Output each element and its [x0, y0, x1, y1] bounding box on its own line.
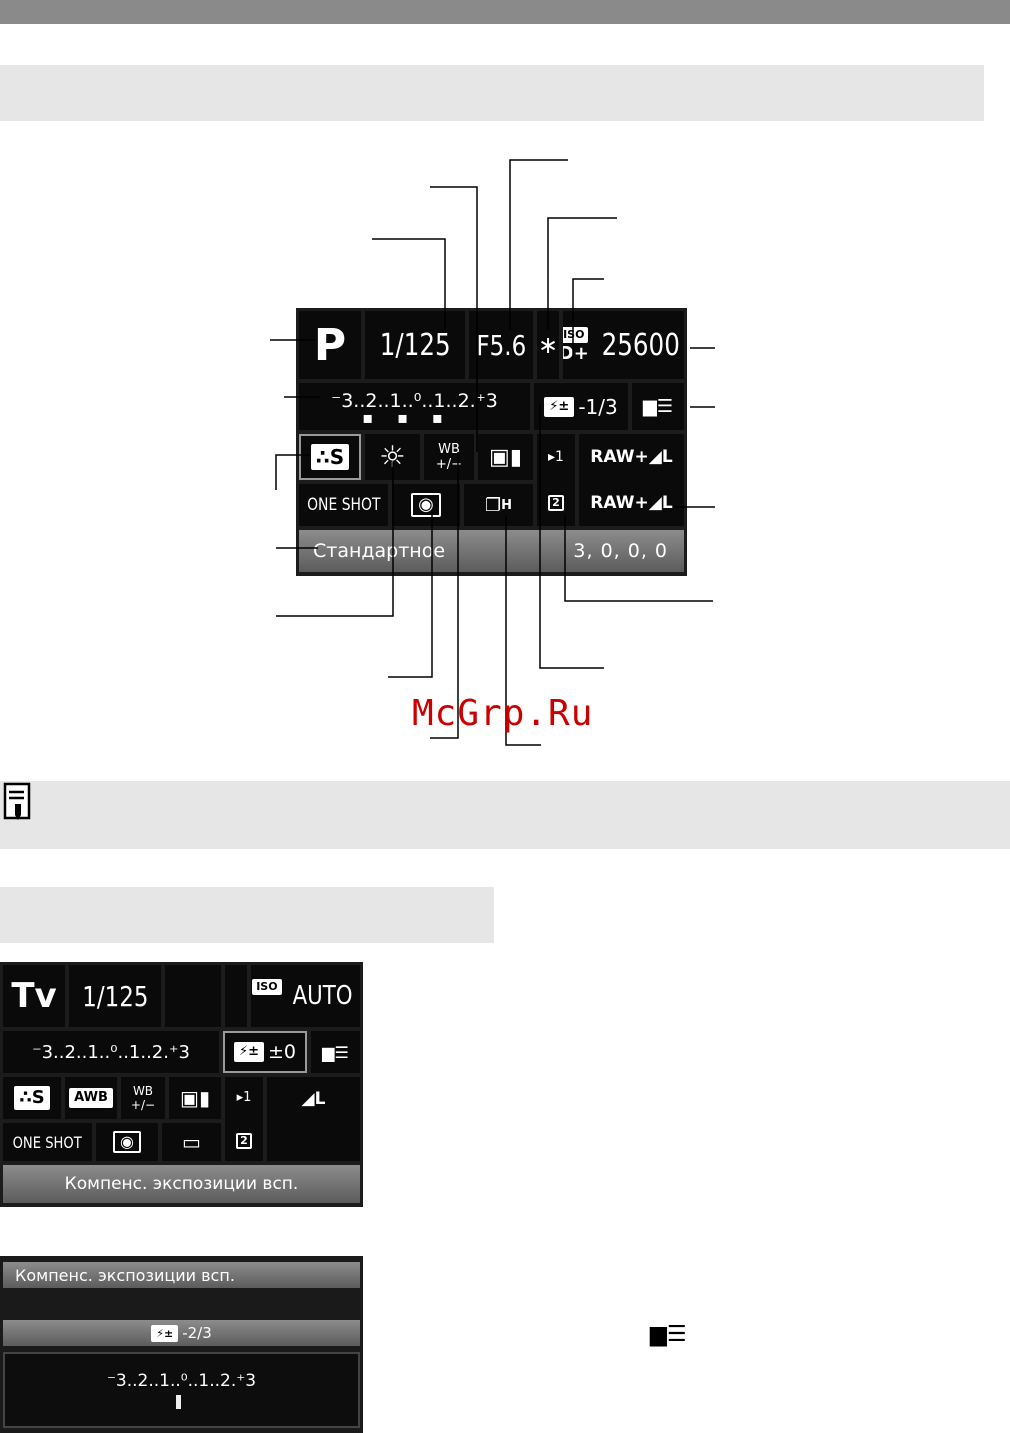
image-quality-2: RAW+◢L [590, 493, 673, 513]
quick-control-screen-tv: Tv 1/125 ISO AUTO ⁻3..2..1..⁰..1..2.⁺3 ⚡… [0, 962, 363, 1207]
card-selection[interactable]: ▸1 2 [225, 1077, 263, 1161]
card-2: 2 [236, 1132, 252, 1149]
white-balance[interactable]: AWB [65, 1077, 117, 1119]
setting-title: Компенс. экспозиции всп. [3, 1262, 360, 1288]
auto-lighting-optimizer[interactable]: ▣▮ [478, 434, 533, 480]
exposure-indicator: ▪▪▪ [362, 407, 467, 427]
flash-comp-scale[interactable]: ⁻3..2..1..⁰..1..2.⁺3 [3, 1352, 360, 1428]
shooting-mode[interactable]: Tv [3, 965, 65, 1027]
picture-style-params: 3, 0, 0, 0 [573, 540, 668, 562]
ae-lock-indicator: ∗ [537, 311, 559, 379]
flash-comp-icon: ⚡± [151, 1324, 179, 1342]
card-selection[interactable]: ▸1 2 [537, 434, 575, 526]
status-bar: Компенс. экспозиции всп. [3, 1165, 360, 1203]
flash-exposure-comp[interactable]: ⚡±±0 [223, 1031, 307, 1073]
picture-style-icon: ∴S [14, 1086, 50, 1110]
shutter-speed[interactable]: 1/125 [69, 965, 161, 1027]
continuous-shooting-icon: ❐ [484, 494, 502, 516]
exposure-level-scale[interactable]: ⁻3..2..1..⁰..1..2.⁺3 ▪▪▪ [299, 383, 530, 430]
metering-mode[interactable]: ◉ [96, 1123, 158, 1161]
camera-settings-icon: ▆☰ [643, 396, 673, 417]
iso-speed[interactable]: ISO AUTO [251, 965, 360, 1027]
flash-exposure-comp[interactable]: ⚡± -1/3 [534, 383, 628, 430]
picture-style-icon: ∴S [310, 444, 350, 470]
flash-comp-setting-screen: Компенс. экспозиции всп. ⚡± -2/3 ⁻3..2..… [0, 1256, 363, 1433]
quick-control-screen-main: P 1/125 F5.6 ∗ ISO D+ 25600 ⁻3..2..1..⁰.… [296, 308, 687, 576]
custom-controls[interactable]: ▆☰ [311, 1031, 360, 1073]
image-quality[interactable]: RAW+◢L RAW+◢L [579, 434, 684, 526]
drive-mode[interactable]: ❐H [464, 484, 533, 526]
shooting-mode[interactable]: P [299, 311, 361, 379]
callout-leader-lines [270, 159, 715, 746]
aperture[interactable]: F5.6 [469, 311, 533, 379]
section-header-band-2 [0, 887, 494, 943]
card-1: ▸1 [548, 449, 564, 465]
flash-comp-indicator [176, 1395, 181, 1409]
wb-shift[interactable]: WB+/− [121, 1077, 165, 1119]
card-2: 2 [548, 495, 564, 511]
metering-icon: ◉ [411, 493, 441, 517]
picture-style-bar: Стандартное 3, 0, 0, 0 [299, 530, 684, 572]
note-icon [3, 782, 31, 820]
image-quality[interactable]: ◢L [267, 1077, 360, 1161]
shutter-speed[interactable]: 1/125 [365, 311, 465, 379]
auto-lighting-optimizer-icon: ▣▮ [489, 444, 522, 470]
picture-style[interactable]: ∴S [299, 434, 361, 480]
drive-mode[interactable]: ▭ [162, 1123, 221, 1161]
exposure-level-scale[interactable]: ⁻3..2..1..⁰..1..2.⁺3 [3, 1031, 219, 1073]
iso-value: 25600 [601, 327, 680, 363]
watermark: McGrp.Ru [412, 693, 594, 734]
picture-style[interactable]: ∴S [3, 1077, 61, 1119]
iso-speed[interactable]: ISO D+ 25600 [563, 311, 684, 379]
custom-controls[interactable]: ▆☰ [632, 383, 684, 430]
ae-lock-indicator [225, 965, 247, 1027]
iso-icon: ISO [563, 326, 589, 343]
note-band [0, 781, 1010, 849]
single-shooting-icon: ▭ [182, 1130, 201, 1154]
iso-icon: ISO [252, 979, 282, 995]
auto-lighting-optimizer[interactable]: ▣▮ [169, 1077, 221, 1119]
metering-icon: ◉ [113, 1131, 141, 1153]
flash-comp-icon: ⚡± [233, 1042, 264, 1062]
highlight-tone-priority: D+ [563, 342, 589, 364]
flash-comp-icon: ⚡± [544, 396, 575, 417]
flash-comp-value-bar: ⚡± -2/3 [3, 1320, 360, 1346]
aperture[interactable] [165, 965, 221, 1027]
top-bar [0, 0, 1010, 24]
card-1: ▸1 [236, 1089, 252, 1105]
camera-settings-icon: ▆☰ [322, 1042, 349, 1062]
awb-icon: AWB [69, 1088, 113, 1108]
camera-settings-icon: ▆☰ [650, 1322, 687, 1347]
af-mode[interactable]: ONE SHOT [299, 484, 388, 526]
metering-mode[interactable]: ◉ [392, 484, 460, 526]
auto-lighting-optimizer-icon: ▣▮ [180, 1086, 210, 1110]
wb-shift[interactable]: WB+/− [424, 434, 474, 480]
image-quality-1: RAW+◢L [590, 447, 673, 467]
af-mode[interactable]: ONE SHOT [3, 1123, 92, 1161]
section-header-band [0, 65, 984, 121]
picture-style-name: Стандартное [313, 540, 446, 562]
